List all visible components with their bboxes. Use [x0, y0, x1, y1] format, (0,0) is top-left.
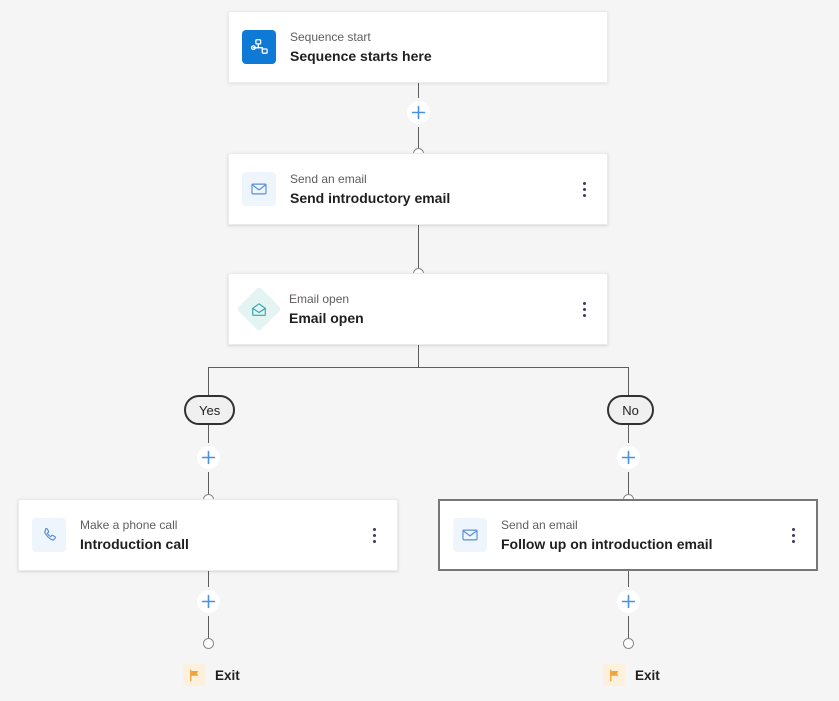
node-follow-up-email[interactable]: Send an email Follow up on introduction … — [438, 499, 818, 571]
connector-no-plus-to-port — [628, 469, 629, 500]
connector-plus1-to-port1 — [418, 124, 419, 154]
node-title: Follow up on introduction email — [501, 535, 713, 552]
branch-label-no[interactable]: No — [607, 395, 654, 425]
node-subtitle: Send an email — [290, 171, 367, 186]
connector-split-to-yes — [208, 367, 209, 395]
exit-label: Exit — [215, 667, 240, 683]
node-email-open-trigger[interactable]: Email open Email open — [228, 273, 608, 345]
add-step-button-1[interactable] — [407, 101, 430, 124]
node-title: Send introductory email — [290, 189, 451, 206]
flag-icon — [603, 664, 625, 686]
node-title: Email open — [289, 309, 364, 326]
connector-yes-to-plus — [208, 425, 209, 447]
connector-trigger-to-split — [418, 343, 419, 368]
connector-no-to-plus — [628, 425, 629, 447]
node-exit-right[interactable]: Exit — [603, 664, 660, 686]
connector-call-to-plus — [208, 571, 209, 591]
more-options-button[interactable] — [575, 176, 593, 202]
flag-icon — [183, 664, 205, 686]
connector-start-to-plus1 — [418, 83, 419, 113]
more-options-button[interactable] — [575, 296, 593, 322]
node-send-introductory-email[interactable]: Send an email Send introductory email — [228, 153, 608, 225]
email-open-icon — [236, 286, 282, 332]
connection-port-exit-right[interactable] — [623, 638, 634, 649]
add-step-button-yes[interactable] — [197, 446, 220, 469]
connection-port-exit-left[interactable] — [203, 638, 214, 649]
branch-no-text: No — [622, 402, 639, 418]
branch-label-yes[interactable]: Yes — [184, 395, 236, 425]
add-step-button-yes-2[interactable] — [197, 590, 220, 613]
connector-plus-to-exit-left — [208, 613, 209, 643]
connector-plus-to-exit-right — [628, 613, 629, 643]
more-options-button[interactable] — [784, 522, 802, 548]
connector-yes-plus-to-port — [208, 469, 209, 500]
sequence-start-icon — [242, 30, 276, 64]
more-options-button[interactable] — [365, 522, 383, 548]
add-step-button-no-2[interactable] — [617, 590, 640, 613]
node-subtitle: Sequence start — [290, 29, 371, 44]
node-introduction-call[interactable]: Make a phone call Introduction call — [18, 499, 398, 571]
node-subtitle: Email open — [289, 291, 350, 306]
phone-icon — [32, 518, 66, 552]
node-exit-left[interactable]: Exit — [183, 664, 240, 686]
envelope-icon — [242, 172, 276, 206]
node-title: Sequence starts here — [290, 47, 432, 64]
envelope-icon — [453, 518, 487, 552]
node-subtitle: Make a phone call — [80, 517, 178, 532]
add-step-button-no[interactable] — [617, 446, 640, 469]
branch-yes-text: Yes — [199, 402, 221, 418]
connector-split-to-no — [628, 367, 629, 395]
node-sequence-start[interactable]: Sequence start Sequence starts here — [228, 11, 608, 83]
connector-branch-split-bar — [208, 367, 629, 368]
connector-email2-to-plus — [628, 571, 629, 591]
connector-email1-to-port2 — [418, 223, 419, 275]
node-title: Introduction call — [80, 535, 189, 552]
exit-label: Exit — [635, 667, 660, 683]
node-subtitle: Send an email — [501, 517, 578, 532]
